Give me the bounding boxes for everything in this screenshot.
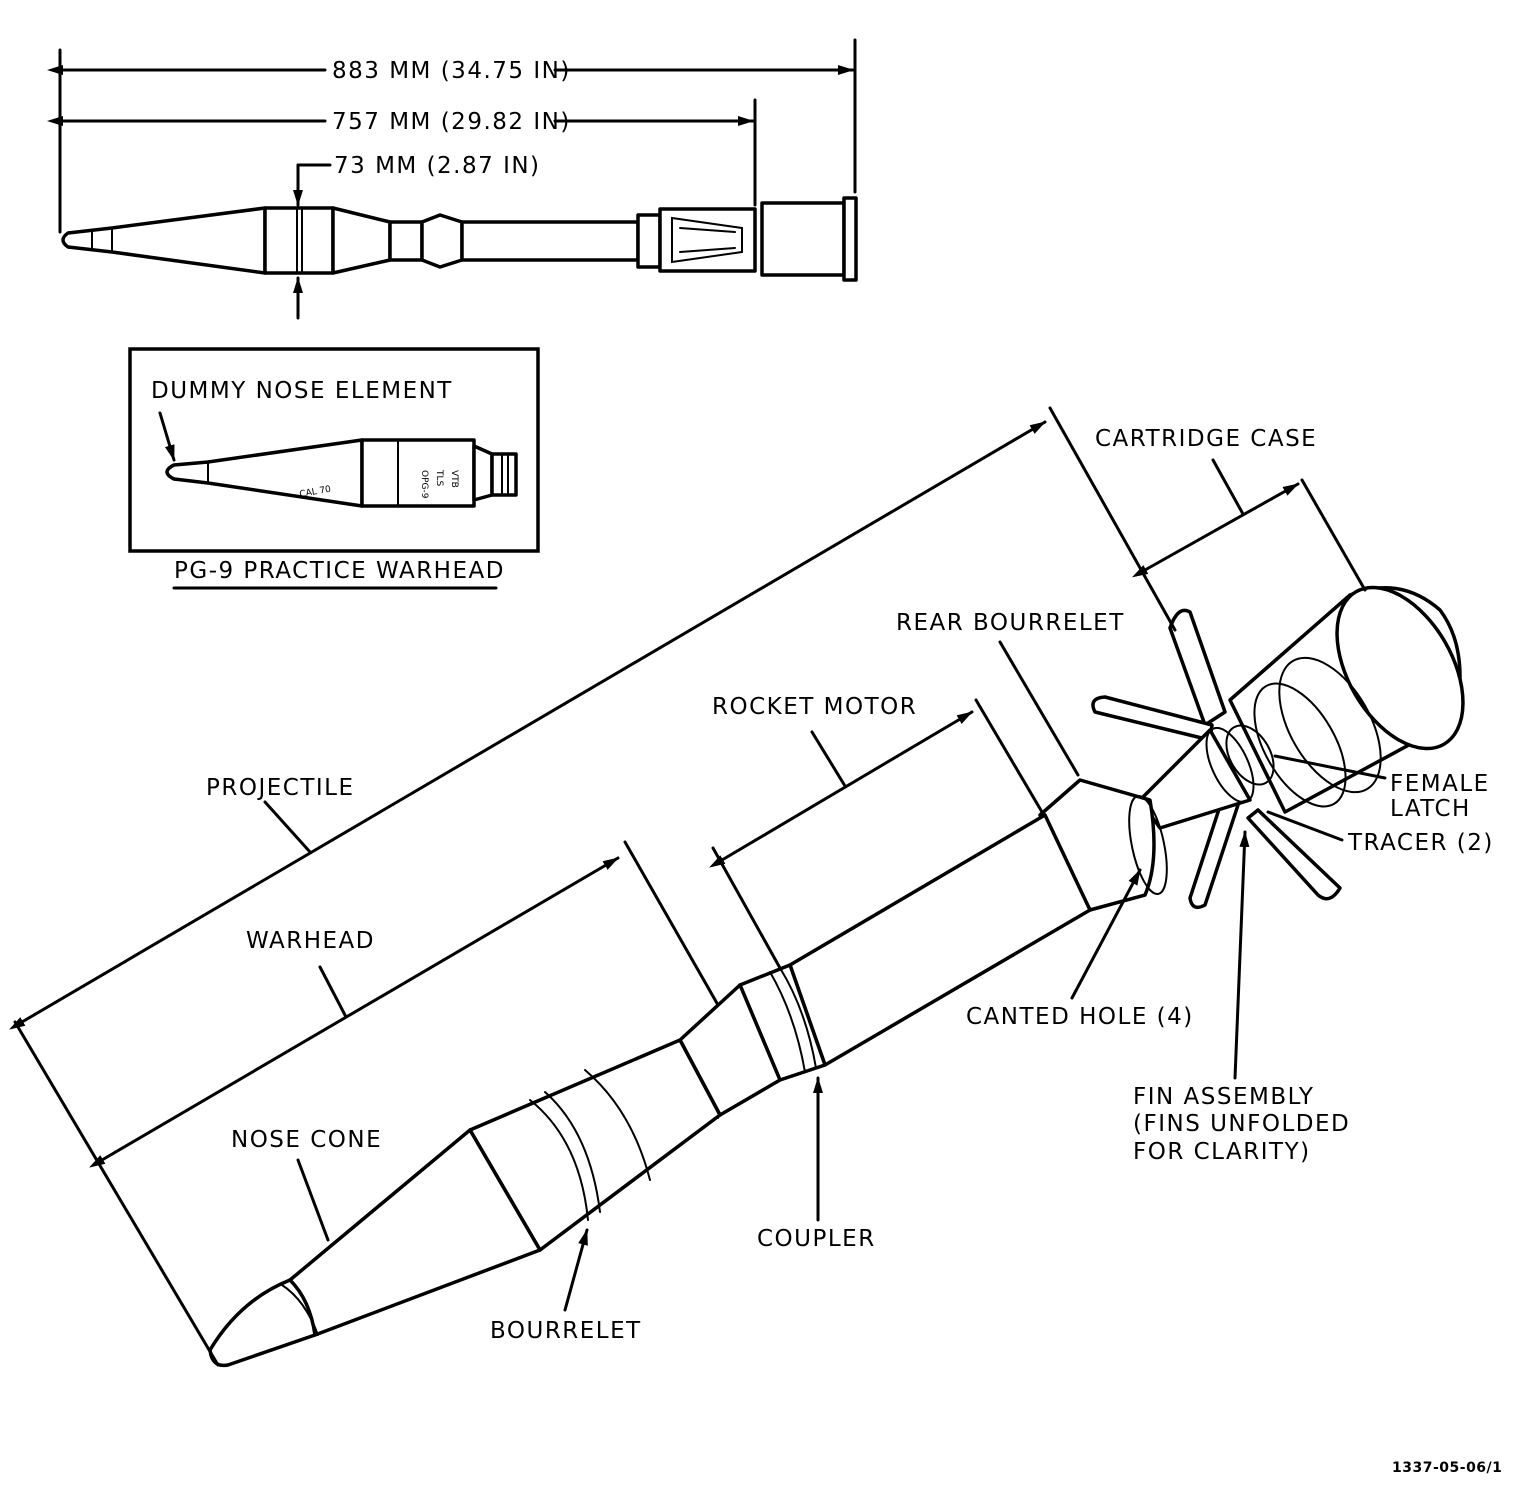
canted-hole-leader	[1070, 868, 1142, 1000]
rear-bourrelet-ring	[1038, 778, 1156, 912]
bourrelet-leader	[563, 1228, 589, 1312]
fin-assembly-leader	[1233, 830, 1250, 1080]
coupler-label: COUPLER	[757, 1226, 876, 1252]
diameter-label: 73 MM (2.87 IN)	[334, 153, 541, 179]
rear-bourrelet-label: REAR BOURRELET	[896, 610, 1125, 636]
svg-text:TLS: TLS	[434, 469, 444, 487]
overall-length-label: 883 MM (34.75 IN)	[332, 58, 571, 84]
side-view: 883 MM (34.75 IN) 757 MM (29.82 IN) 73 M…	[47, 38, 858, 320]
warhead-label: WARHEAD	[246, 928, 375, 954]
svg-text:VTB: VTB	[449, 470, 459, 488]
tracer-label: TRACER (2)	[1347, 830, 1494, 856]
bourrelet-label: BOURRELET	[490, 1318, 642, 1344]
fin-assembly-label-line1: FIN ASSEMBLY	[1133, 1084, 1314, 1110]
rocket-motor-dim-line	[709, 710, 974, 868]
svg-text:OPG-9: OPG-9	[419, 470, 429, 499]
nose-cone-label: NOSE CONE	[231, 1127, 382, 1153]
fin-assembly-label-line3: FOR CLARITY)	[1133, 1139, 1311, 1165]
dimension-brackets: PROJECTILE WARHEAD ROCKET MOTOR CARTRIDG…	[9, 406, 1367, 1367]
fin-upper	[1168, 608, 1227, 727]
practice-warhead-inset: DUMMY NOSE ELEMENT CAL 70 OPG-9 TLS VTB …	[128, 347, 540, 590]
projectile-length-label: 757 MM (29.82 IN)	[332, 109, 571, 135]
rocket-motor-label: ROCKET MOTOR	[712, 694, 917, 720]
figure-id: 1337-05-06/1	[1392, 1460, 1502, 1476]
fin-right	[1246, 808, 1342, 901]
fin-left	[1091, 695, 1214, 742]
dummy-nose-element-label: DUMMY NOSE ELEMENT	[151, 378, 453, 404]
fin-lower	[1188, 798, 1240, 910]
fin-assembly-label-line2: (FINS UNFOLDED	[1133, 1111, 1350, 1137]
cartridge-case-dim-line	[1131, 482, 1300, 578]
female-latch-label-line2: LATCH	[1390, 796, 1471, 822]
cartridge-case-label: CARTRIDGE CASE	[1095, 426, 1317, 452]
female-latch-label-line1: FEMALE	[1390, 771, 1490, 797]
callouts: REAR BOURRELET NOSE CONE BOURRELET COUPL…	[231, 610, 1502, 1476]
warhead-dim-line	[89, 856, 620, 1168]
projectile-label: PROJECTILE	[206, 775, 355, 801]
canted-hole-label: CANTED HOLE (4)	[966, 1004, 1194, 1030]
inset-caption: PG-9 PRACTICE WARHEAD	[174, 558, 505, 584]
